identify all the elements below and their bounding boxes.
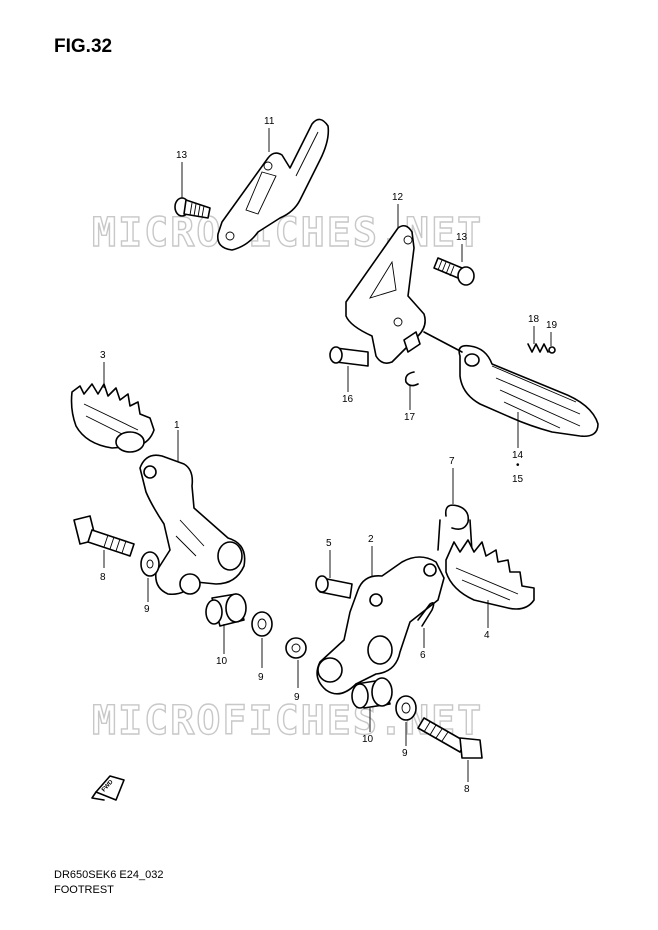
- callout-13-right: 13: [456, 232, 468, 243]
- callout-4: 4: [484, 630, 490, 641]
- diagram-name: FOOTREST: [54, 884, 114, 896]
- callout-16: 16: [342, 394, 354, 405]
- part-17-clip: [404, 371, 419, 387]
- part-10-bushing-left: [205, 593, 247, 627]
- part-9-washer-4: [395, 695, 417, 721]
- callout-15-separator: •: [516, 460, 520, 471]
- callout-13-left: 13: [176, 150, 188, 161]
- part-12-bracket-plate: [345, 224, 426, 364]
- part-18-spring: [527, 343, 549, 353]
- part-2-bracket-right: [316, 556, 445, 695]
- part-19-ball: [548, 346, 556, 354]
- diagram-code: DR650SEK6 E24_032: [54, 869, 164, 881]
- part-8-bolt-left: [73, 515, 135, 557]
- part-4-footpeg-right: [445, 539, 535, 610]
- callout-10-left: 10: [216, 656, 228, 667]
- callout-12: 12: [392, 192, 404, 203]
- callout-2: 2: [368, 534, 374, 545]
- part-8-bolt-right: [417, 717, 483, 759]
- callout-10-right: 10: [362, 734, 374, 745]
- part-16-pin: [329, 346, 369, 367]
- callout-6: 6: [420, 650, 426, 661]
- callout-9-a: 9: [144, 604, 150, 615]
- callout-9-d: 9: [402, 748, 408, 759]
- callout-5: 5: [326, 538, 332, 549]
- leader-lines: [103, 128, 552, 782]
- part-13-bolt-right: [433, 257, 475, 286]
- part-5-pin: [315, 575, 353, 599]
- part-10-bushing-right: [351, 677, 393, 709]
- callout-7: 7: [449, 456, 455, 467]
- callout-9-c: 9: [294, 692, 300, 703]
- callout-18: 18: [528, 314, 540, 325]
- callout-15: 15: [512, 474, 524, 485]
- callout-14: 14: [512, 450, 524, 461]
- callout-19: 19: [546, 320, 558, 331]
- watermark-top: MICROFICHES.NET: [92, 210, 483, 256]
- callout-8-left: 8: [100, 572, 106, 583]
- figure-title: FIG.32: [54, 36, 113, 57]
- part-14-footpeg: [423, 331, 599, 438]
- watermark-bottom: MICROFICHES.NET: [92, 698, 483, 744]
- part-3-footpeg-left: [70, 383, 155, 453]
- callout-8-right: 8: [464, 784, 470, 795]
- part-9-washer-3: [285, 637, 307, 659]
- part-9-washer-1: [140, 551, 160, 577]
- callout-1: 1: [174, 420, 180, 431]
- part-9-washer-2: [251, 611, 273, 637]
- part-6-cotter-pin: [417, 602, 435, 627]
- part-11-bracket: [216, 118, 330, 251]
- fwd-arrow-icon: FWD: [91, 775, 125, 801]
- callout-3: 3: [100, 350, 106, 361]
- callout-17: 17: [404, 412, 416, 423]
- callout-11: 11: [264, 116, 275, 127]
- callout-9-b: 9: [258, 672, 264, 683]
- part-13-bolt-left: [174, 197, 211, 219]
